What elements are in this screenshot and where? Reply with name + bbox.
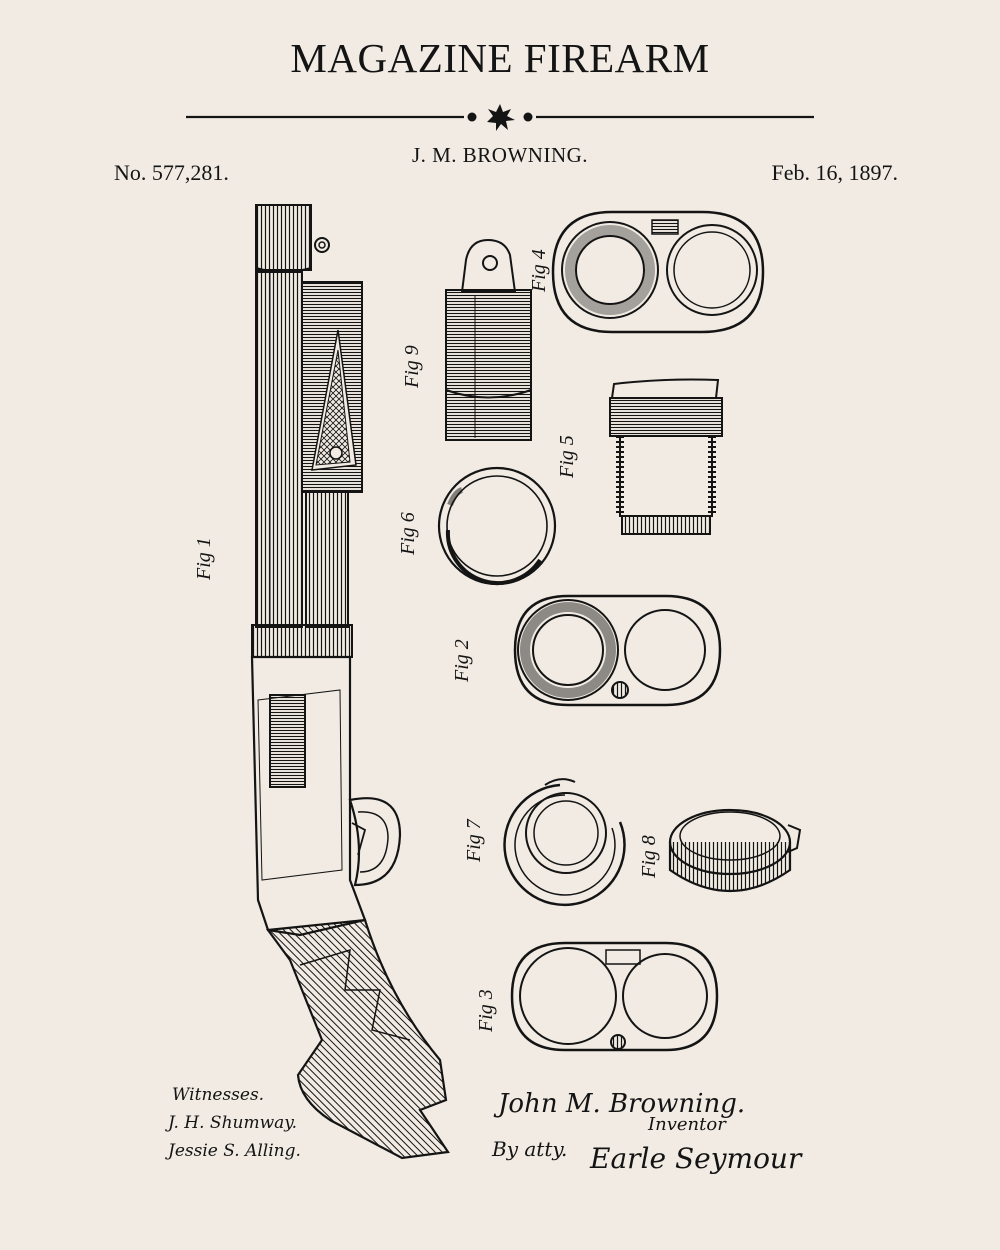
fig1-shotgun-drawing <box>250 204 450 1160</box>
fig4-label: Fig 4 <box>528 249 550 293</box>
attorney-signature: Earle Seymour <box>589 1142 803 1175</box>
fig6-label: Fig 6 <box>397 512 419 556</box>
fig5-label: Fig 5 <box>556 435 578 479</box>
fig6-ring-drawing <box>437 466 557 586</box>
fig8-label: Fig 8 <box>638 835 660 879</box>
patent-number: No. 577,281. <box>114 160 229 185</box>
fig2-label: Fig 2 <box>451 639 473 683</box>
fig2-double-ring-drawing <box>513 594 722 707</box>
fig3-label: Fig 3 <box>475 989 497 1033</box>
patent-title: MAGAZINE FIREARM <box>290 35 710 81</box>
fig1-label: Fig 1 <box>193 537 215 581</box>
fig7-open-ring-drawing <box>503 778 626 907</box>
fig9-sleeve-drawing <box>445 238 532 441</box>
inventor-signature: John M. Browning. <box>493 1089 745 1119</box>
fig3-double-ring-drawing <box>510 941 719 1052</box>
fig7-label: Fig 7 <box>463 818 485 863</box>
title-divider-ornament <box>186 104 814 131</box>
fig4-double-ring-drawing <box>551 210 765 334</box>
attorney-prefix: By atty. <box>491 1137 567 1161</box>
witness-2-signature: Jessie S. Alling. <box>165 1141 301 1161</box>
fig5-threaded-cylinder-drawing <box>609 378 723 535</box>
fig8-split-ring-drawing <box>668 808 802 893</box>
inventor-name: J. M. BROWNING. <box>411 143 589 167</box>
witnesses-heading: Witnesses. <box>172 1085 264 1105</box>
witness-1-signature: J. H. Shumway. <box>165 1113 297 1133</box>
inventor-role: Inventor <box>647 1114 727 1135</box>
fig9-label: Fig 9 <box>401 345 423 389</box>
patent-date: Feb. 16, 1897. <box>771 160 899 185</box>
